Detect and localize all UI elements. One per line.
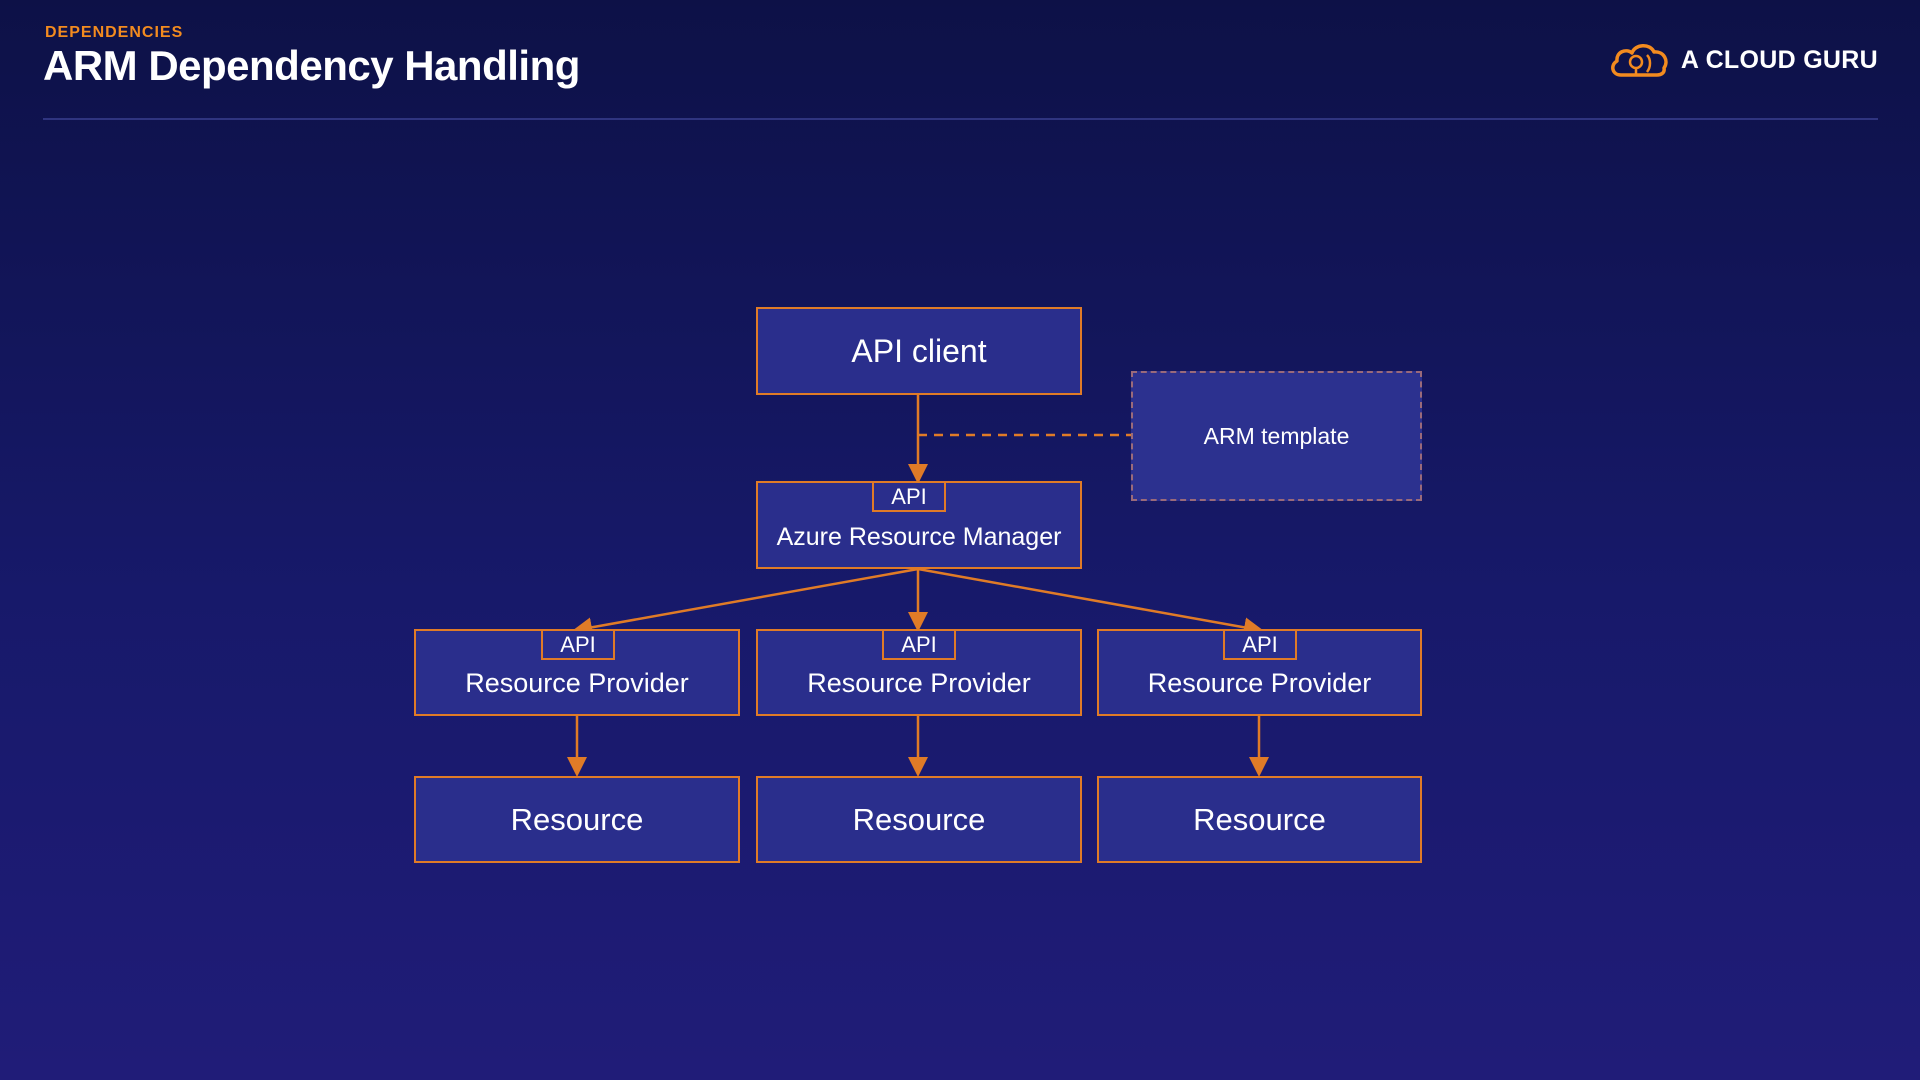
header-divider bbox=[43, 118, 1878, 120]
arm-api-tab: API bbox=[872, 481, 946, 512]
provider-1-label: Resource Provider bbox=[465, 668, 689, 698]
provider-3-api-tab: API bbox=[1223, 629, 1297, 660]
resource-box-1: Resource bbox=[414, 776, 740, 863]
provider-1-api-label: API bbox=[560, 631, 596, 657]
resource-box-3: Resource bbox=[1097, 776, 1422, 863]
arm-api-label: API bbox=[891, 483, 927, 509]
provider-3-label: Resource Provider bbox=[1147, 668, 1372, 698]
arm-template-label: ARM template bbox=[1203, 422, 1350, 449]
brand-logo-group: A CLOUD GURU bbox=[1607, 36, 1878, 84]
brand-name: A CLOUD GURU bbox=[1680, 45, 1878, 74]
slide-title: ARM Dependency Handling bbox=[43, 42, 580, 89]
resource-3-label: Resource bbox=[1193, 801, 1326, 837]
api-client-box: API client bbox=[756, 307, 1082, 395]
connector-arm-to-provider-left bbox=[572, 567, 919, 638]
provider-2-api-tab: API bbox=[882, 629, 956, 660]
arm-template-box: ARM template bbox=[1131, 371, 1422, 501]
section-eyebrow: DEPENDENCIES bbox=[45, 24, 184, 41]
connector-arm-to-provider-right bbox=[917, 567, 1264, 638]
resource-1-label: Resource bbox=[510, 801, 644, 837]
provider-2-label: Resource Provider bbox=[807, 668, 1031, 698]
api-client-label: API client bbox=[851, 332, 987, 369]
provider-3-api-label: API bbox=[1242, 631, 1278, 657]
arm-label: Azure Resource Manager bbox=[776, 523, 1062, 551]
resource-2-label: Resource bbox=[852, 801, 986, 837]
provider-1-api-tab: API bbox=[541, 629, 615, 660]
cloud-logo-icon bbox=[1610, 44, 1668, 77]
provider-2-api-label: API bbox=[901, 631, 937, 657]
resource-box-2: Resource bbox=[756, 776, 1082, 863]
